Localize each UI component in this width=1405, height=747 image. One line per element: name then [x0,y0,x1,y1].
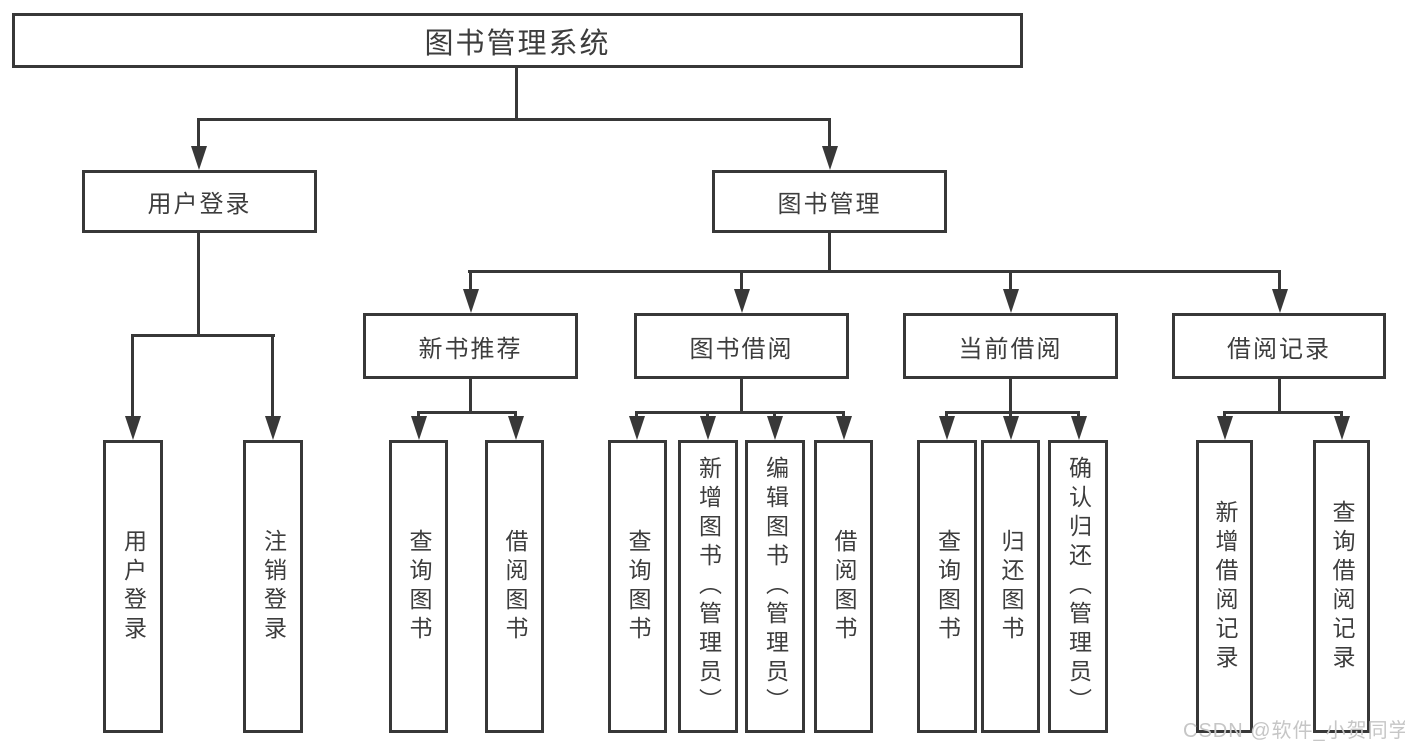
connector-newbooks-branch [417,411,517,414]
connector-bookborrow-branch [635,411,845,414]
arrow-to-confirm-return-admin [1071,416,1087,440]
arrow-to-borrow-records [1272,289,1288,313]
connector-level3-branch [468,270,1281,273]
connector-root-stem [515,68,518,121]
connector-leaf5-stem [635,411,638,419]
node-borrow-records-label: 借阅记录 [1227,335,1331,363]
arrow-to-query-books-1 [411,416,427,440]
connector-bookmgmt-down [828,233,831,273]
leaf-borrow-books-1-label: 借阅图书 [502,528,528,645]
leaf-query-books-1-label: 查询图书 [406,528,432,645]
node-new-books: 新书推荐 [363,313,578,379]
connector-leaf13-stem [1340,411,1343,419]
connector-currentborrow-branch [945,411,1080,414]
connector-leaf8-stem [842,411,845,419]
leaf-user-login: 用户登录 [103,440,163,733]
arrow-to-book-borrow [734,289,750,313]
leaf-query-books-2: 查询图书 [608,440,667,733]
leaf-logout-label: 注销登录 [260,528,287,645]
leaf-confirm-return-admin: 确认归还（管理员） [1048,440,1108,733]
connector-newbooks-down [469,379,472,414]
connector-borrowrecords-stem [1278,270,1281,291]
arrow-to-borrow-books-2 [836,416,852,440]
arrow-to-leaf-user-login [125,416,141,440]
leaf-edit-book-admin-label: 编辑图书（管理员） [762,456,789,717]
leaf-borrow-books-2: 借阅图书 [814,440,873,733]
node-current-borrow-label: 当前借阅 [958,335,1063,363]
arrow-to-book-mgmt [822,146,838,170]
node-current-borrow: 当前借阅 [903,313,1118,379]
leaf-query-books-2-label: 查询图书 [625,528,651,645]
node-book-mgmt-label: 图书管理 [777,191,882,218]
arrow-to-current-borrow [1003,289,1019,313]
leaf-add-borrow-record: 新增借阅记录 [1196,440,1253,733]
node-root-label: 图书管理系统 [424,27,611,60]
leaf-query-books-3-label: 查询图书 [934,528,961,645]
connector-currentborrow-down [1009,379,1012,414]
node-root: 图书管理系统 [12,13,1023,68]
leaf-add-book-admin: 新增图书（管理员） [678,440,738,733]
connector-bookborrow-stem [740,270,743,291]
node-user-login: 用户登录 [82,170,317,233]
node-new-books-label: 新书推荐 [418,335,523,363]
arrow-to-edit-book-admin [767,416,783,440]
leaf-query-borrow-record-label: 查询借阅记录 [1329,499,1355,674]
leaf-user-login-label: 用户登录 [120,528,147,645]
arrow-to-leaf-logout [265,416,281,440]
connector-leaf6-stem [706,411,709,419]
arrow-to-return-books [1003,416,1019,440]
leaf-return-books: 归还图书 [981,440,1040,733]
leaf-return-books-label: 归还图书 [998,528,1024,645]
connector-leaf4-stem [514,411,517,419]
connector-newbooks-stem [469,270,472,291]
arrow-to-borrow-books-1 [508,416,524,440]
connector-bookborrow-down [740,379,743,414]
node-book-mgmt: 图书管理 [712,170,947,233]
connector-leaf9-stem [945,411,948,419]
arrow-to-query-borrow-record [1334,416,1350,440]
connector-borrowrecords-down [1278,379,1281,414]
arrow-to-user-login [191,146,207,170]
node-borrow-records: 借阅记录 [1172,313,1386,379]
arrow-to-add-book-admin [700,416,716,440]
leaf-add-book-admin-label: 新增图书（管理员） [695,456,722,717]
leaf-edit-book-admin: 编辑图书（管理员） [745,440,805,733]
connector-leaf12-stem [1223,411,1226,419]
leaf-borrow-books-1: 借阅图书 [485,440,544,733]
leaf-query-books-1: 查询图书 [389,440,448,733]
connector-leaf10-stem [1009,411,1012,419]
leaf-query-borrow-record: 查询借阅记录 [1313,440,1370,733]
arrow-to-new-books [463,289,479,313]
leaf-logout: 注销登录 [243,440,303,733]
arrow-to-query-books-3 [939,416,955,440]
node-book-borrow-label: 图书借阅 [689,335,794,363]
connector-leaf7-stem [773,411,776,419]
connector-leaf2-stem [271,334,274,418]
connector-root-branch [197,118,831,121]
leaf-confirm-return-admin-label: 确认归还（管理员） [1065,456,1092,717]
csdn-watermark: CSDN @软件_小贺同学 [1183,720,1405,742]
connector-leaf3-stem [417,411,420,419]
connector-userlogin-stem [197,118,200,148]
connector-userlogin-down [197,233,200,337]
arrow-to-query-books-2 [629,416,645,440]
leaf-query-books-3: 查询图书 [917,440,977,733]
connector-borrowrecords-branch [1223,411,1343,414]
node-book-borrow: 图书借阅 [634,313,849,379]
connector-leaf11-stem [1077,411,1080,419]
connector-currentborrow-stem [1009,270,1012,291]
arrow-to-add-borrow-record [1217,416,1233,440]
connector-bookmgmt-stem [828,118,831,148]
node-user-login-label: 用户登录 [147,191,252,218]
connector-leaf1-stem [131,334,134,418]
leaf-add-borrow-record-label: 新增借阅记录 [1212,499,1238,674]
leaf-borrow-books-2-label: 借阅图书 [831,528,857,645]
connector-userlogin-branch [131,334,275,337]
